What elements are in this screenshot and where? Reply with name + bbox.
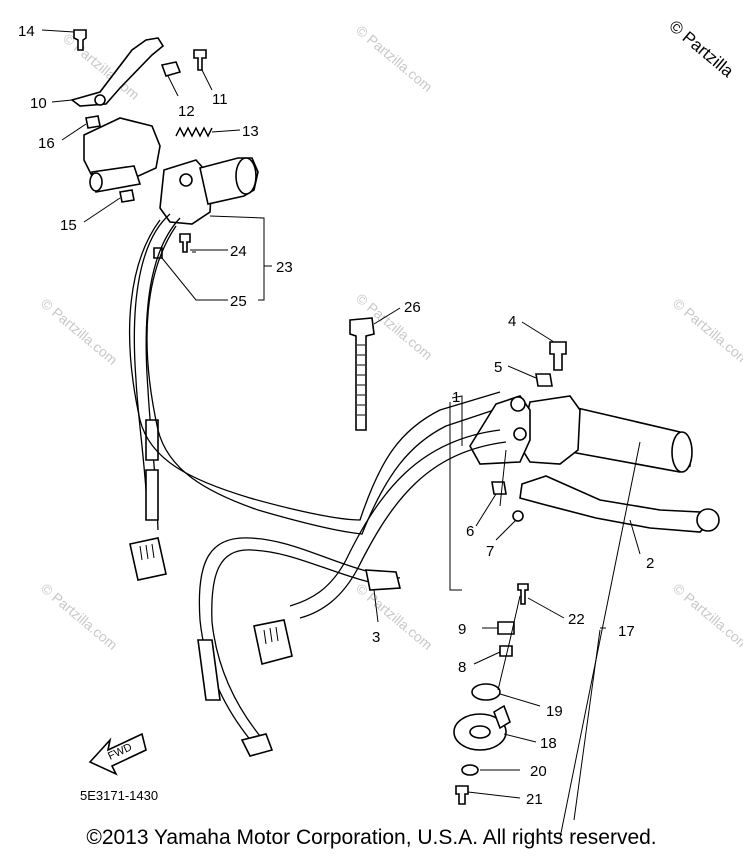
callout-10: 10 <box>30 95 47 112</box>
watermark: © Partzilla.com <box>353 22 436 95</box>
screw <box>179 233 191 253</box>
callout-12: 12 <box>178 103 195 120</box>
callout-18: 18 <box>540 735 557 752</box>
watermark: © Partzilla.com <box>353 580 436 653</box>
copyright-notice: ©2013 Yamaha Motor Corporation, U.S.A. A… <box>86 826 657 849</box>
callout-23: 23 <box>276 259 293 276</box>
callout-17: 17 <box>618 623 635 640</box>
right-harness <box>299 441 507 619</box>
screw <box>517 583 529 605</box>
callout-19: 19 <box>546 703 563 720</box>
lever-ball-end <box>696 508 720 532</box>
callout-3: 3 <box>372 629 380 646</box>
callout-16: 16 <box>38 135 55 152</box>
nut <box>85 115 101 129</box>
wire-sleeve <box>197 639 221 701</box>
switch-button <box>179 173 193 187</box>
leader-lines <box>41 29 641 839</box>
callout-9: 9 <box>458 621 466 638</box>
callout-22: 22 <box>568 611 585 628</box>
watermark: © Partzilla.com <box>38 580 121 653</box>
callout-20: 20 <box>530 763 547 780</box>
screw <box>193 49 207 71</box>
callout-7: 7 <box>486 543 494 560</box>
callout-2: 2 <box>646 555 654 572</box>
callout-8: 8 <box>458 659 466 676</box>
wire-sleeve <box>145 419 159 461</box>
callout-6: 6 <box>466 523 474 540</box>
tube-end <box>89 172 103 192</box>
wire-sleeve <box>145 469 159 521</box>
connector-pins <box>263 626 279 645</box>
diagram-code: 5E3171-1430 <box>80 788 158 803</box>
washer <box>461 764 479 776</box>
bolt <box>455 785 469 805</box>
washer <box>512 510 524 522</box>
callout-15: 15 <box>60 217 77 234</box>
watermark-corner: © Partzilla <box>665 17 737 82</box>
callout-5: 5 <box>494 359 502 376</box>
nut <box>535 373 553 387</box>
holder-bolt-head <box>510 396 526 412</box>
handlebar <box>128 219 501 521</box>
cable-tie <box>349 317 375 431</box>
callout-11: 11 <box>212 91 228 108</box>
connector-pins <box>139 543 155 561</box>
callout-1: 1 <box>452 389 460 406</box>
nut <box>119 189 135 203</box>
spring <box>175 126 213 138</box>
master-cylinder <box>83 117 161 181</box>
clutch-lever <box>519 475 707 533</box>
fwd-arrow: FWD <box>88 732 147 776</box>
horn-center <box>469 725 491 739</box>
left-switch-housing <box>159 159 213 225</box>
holder-bolt-head <box>513 427 527 441</box>
nut <box>497 621 515 635</box>
wire-terminal <box>240 733 274 757</box>
clutch-switch-wire <box>198 537 401 743</box>
callout-4: 4 <box>508 313 516 330</box>
callout-26: 26 <box>404 299 421 316</box>
watermark: © Partzilla.com <box>670 580 743 653</box>
lever-pivot <box>94 94 106 106</box>
callout-24: 24 <box>230 243 247 260</box>
watermark: © Partzilla.com <box>670 295 743 368</box>
right-harness <box>289 429 501 607</box>
bolt <box>499 645 513 657</box>
callout-13: 13 <box>242 123 259 140</box>
grip-end <box>671 431 693 473</box>
clutch-switch-plug <box>365 569 402 591</box>
horn-bracket <box>493 704 511 730</box>
handlebar <box>146 225 501 535</box>
collar <box>160 61 182 77</box>
callout-14: 14 <box>18 23 35 40</box>
callout-21: 21 <box>526 791 543 808</box>
right-connector <box>253 619 293 665</box>
watermark: © Partzilla.com <box>38 295 121 368</box>
tie-ridges <box>357 344 365 416</box>
left-harness <box>133 213 171 521</box>
washer <box>471 683 501 701</box>
callout-numbers: 14 10 16 12 11 13 15 24 23 25 26 4 5 1 6… <box>18 23 654 808</box>
grip-end <box>235 157 257 195</box>
clutch-switch-wire <box>211 549 401 737</box>
lever-bolt <box>73 29 87 51</box>
nut <box>491 481 507 495</box>
pivot-bolt <box>549 341 567 371</box>
callout-25: 25 <box>230 293 247 310</box>
